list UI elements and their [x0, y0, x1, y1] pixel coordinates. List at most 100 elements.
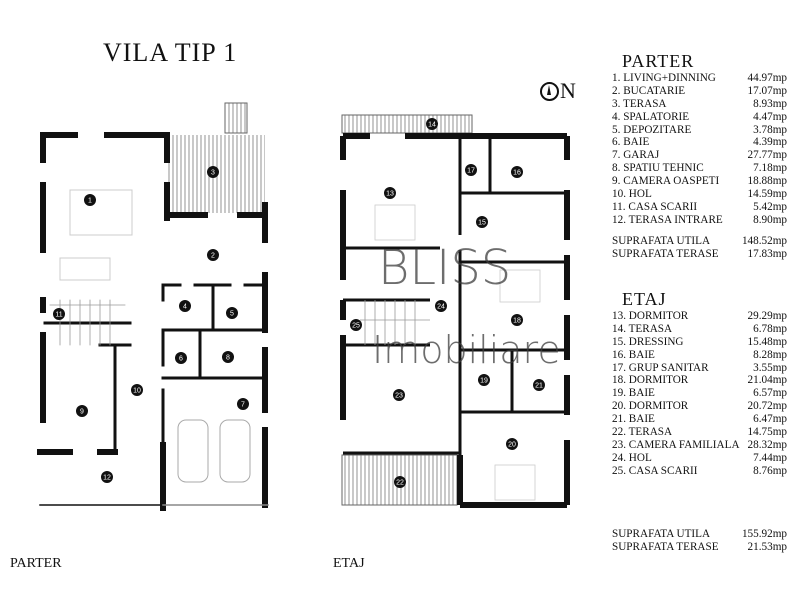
room-marker: 15 [476, 216, 488, 228]
room-area: 8.76mp [753, 464, 787, 477]
marker-number: 16 [513, 170, 521, 177]
spacer [612, 478, 787, 528]
marker-number: 24 [437, 304, 445, 311]
room-marker: 6 [175, 352, 187, 364]
plan-label-etaj: ETAJ [333, 556, 365, 571]
room-area: 14.75mp [747, 426, 787, 439]
room-marker: 4 [179, 300, 191, 312]
room-area: 3.55mp [753, 361, 787, 374]
room-name: 23. CAMERA FAMILIALA [612, 438, 740, 451]
room-area: 29.29mp [747, 309, 787, 322]
room-marker: 14 [426, 118, 438, 130]
marker-dot [101, 471, 113, 483]
watermark-imobiliare: Imobiliare [372, 328, 561, 372]
room-area: 27.77mp [747, 149, 787, 162]
room-marker: 3 [207, 166, 219, 178]
room-area: 6.47mp [753, 413, 787, 426]
car-icon [177, 419, 209, 483]
room-area: 8.90mp [753, 213, 787, 226]
room-marker: 11 [53, 308, 65, 320]
marker-dot [511, 166, 523, 178]
marker-dot [394, 476, 406, 488]
marker-dot [506, 438, 518, 450]
total-name: SUPRAFATA UTILA [612, 527, 711, 540]
room-area: 17.07mp [747, 84, 787, 97]
room-marker: 23 [393, 389, 405, 401]
room-area: 15.48mp [747, 335, 787, 348]
room-marker: 19 [478, 374, 490, 386]
legend-heading: ETAJ [622, 289, 667, 309]
etaj-plan [340, 114, 570, 508]
marker-number: 9 [80, 409, 84, 416]
room-area: 4.39mp [753, 136, 787, 149]
room-marker: 10 [131, 384, 143, 396]
marker-number: 22 [396, 480, 404, 487]
room-name: 11. CASA SCARII [612, 200, 698, 213]
room-area: 3.78mp [753, 123, 787, 136]
marker-dot [131, 384, 143, 396]
marker-number: 14 [428, 122, 436, 129]
room-name: 3. TERASA [612, 97, 667, 110]
room-name: 19. BAIE [612, 387, 655, 400]
terrace-22-hatch [341, 454, 458, 506]
marker-dot [76, 405, 88, 417]
room-area: 18.88mp [747, 175, 787, 188]
room-name: 15. DRESSING [612, 335, 684, 348]
room-marker: 16 [511, 166, 523, 178]
total-area: 17.83mp [747, 247, 787, 260]
room-area: 44.97mp [747, 71, 787, 84]
room-marker: 8 [222, 351, 234, 363]
marker-number: 8 [226, 355, 230, 362]
room-area: 20.72mp [747, 400, 787, 413]
marker-number: 23 [395, 393, 403, 400]
total-area: 155.92mp [741, 527, 787, 540]
bed-icon [374, 204, 416, 241]
room-name: 18. DORMITOR [612, 374, 689, 387]
dining-table-icon [59, 257, 111, 281]
compass-label: N [560, 78, 576, 103]
room-marker: 18 [511, 314, 523, 326]
room-name: 16. BAIE [612, 348, 655, 361]
spacer [612, 227, 787, 235]
room-markers: 1234567891011121314151617181920212223242… [53, 118, 545, 488]
room-name: 2. BUCATARIE [612, 84, 686, 97]
marker-number: 15 [478, 220, 486, 227]
room-name: 7. GARAJ [612, 149, 660, 162]
room-area: 6.57mp [753, 387, 787, 400]
room-area: 7.18mp [753, 162, 787, 175]
room-name: 8. SPATIU TEHNIC [612, 162, 704, 175]
marker-dot [84, 194, 96, 206]
marker-dot [207, 249, 219, 261]
marker-dot [384, 187, 396, 199]
page-title: VILA TIP 1 [103, 38, 238, 67]
room-area: 6.78mp [753, 322, 787, 335]
room-marker: 7 [237, 398, 249, 410]
room-name: 9. CAMERA OASPETI [612, 175, 720, 188]
marker-dot [179, 300, 191, 312]
room-name: 13. DORMITOR [612, 309, 689, 322]
room-area: 21.04mp [747, 374, 787, 387]
room-area: 5.42mp [753, 200, 787, 213]
room-name: 14. TERASA [612, 322, 673, 335]
room-marker: 24 [435, 300, 447, 312]
room-row: 2. BUCATARIE 17.07mp [612, 85, 787, 98]
marker-dot [53, 308, 65, 320]
total-row: SUPRAFATA UTILA 155.92mp [612, 528, 787, 541]
marker-number: 7 [241, 402, 245, 409]
bed-icon [499, 269, 541, 303]
marker-number: 2 [211, 253, 215, 260]
car-icon [219, 419, 251, 483]
marker-dot [237, 398, 249, 410]
room-name: 25. CASA SCARII [612, 464, 698, 477]
